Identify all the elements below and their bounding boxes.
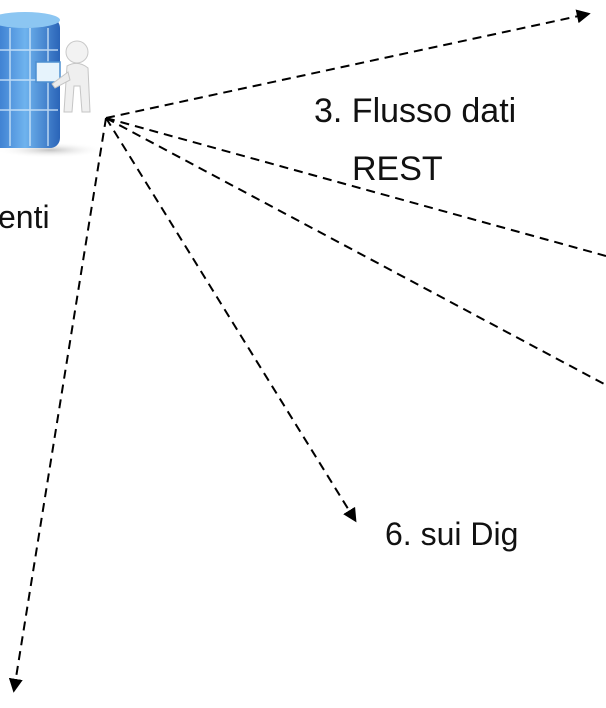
server-with-person-icon <box>0 12 105 158</box>
arrow-to-step-six <box>105 117 357 523</box>
flow-label-line-2: REST <box>352 150 443 188</box>
flow-label-line-1: 3. Flusso dati <box>314 92 517 130</box>
users-label-fragment: enti <box>0 199 50 235</box>
arrow-to-top-right <box>105 9 591 119</box>
arrow-to-right-lower <box>105 117 606 386</box>
step-six-label: 6. sui Dig <box>385 516 519 552</box>
arrow-to-right-upper <box>105 117 606 257</box>
arrow-to-bottom <box>8 117 107 693</box>
